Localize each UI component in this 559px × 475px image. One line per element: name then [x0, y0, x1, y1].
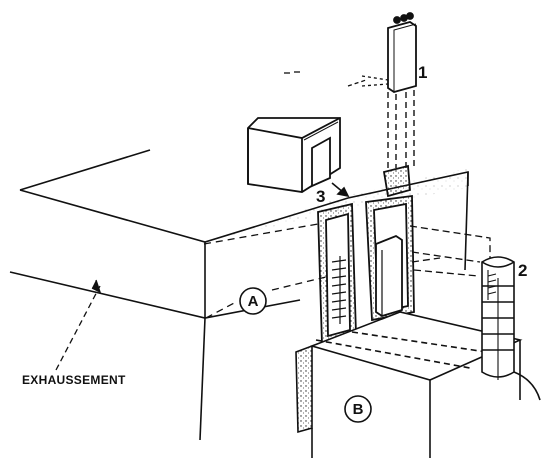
label-2: 2 — [518, 261, 527, 280]
lower-block — [309, 311, 523, 458]
machine-room-box — [247, 117, 341, 193]
label-3: 3 — [316, 187, 325, 206]
exhaussement-label: EXHAUSSEMENT — [22, 373, 126, 387]
lift-extension-column — [387, 12, 417, 93]
column-pointer — [284, 71, 389, 87]
label-a: A — [248, 293, 259, 310]
cylinder-guide-lines — [409, 225, 491, 277]
exploded-lift-tube — [481, 256, 541, 401]
column-guide-lines — [387, 90, 415, 170]
exhaussement-pointer — [55, 279, 102, 371]
arrow-3 — [331, 182, 350, 198]
label-a-marker: A — [239, 287, 267, 315]
label-b-marker: B — [344, 395, 372, 423]
label-b: B — [353, 401, 364, 418]
region-a-outline — [203, 223, 331, 319]
label-1: 1 — [418, 63, 427, 82]
lift-shaft — [317, 164, 415, 346]
shaft-ladder — [331, 256, 347, 324]
